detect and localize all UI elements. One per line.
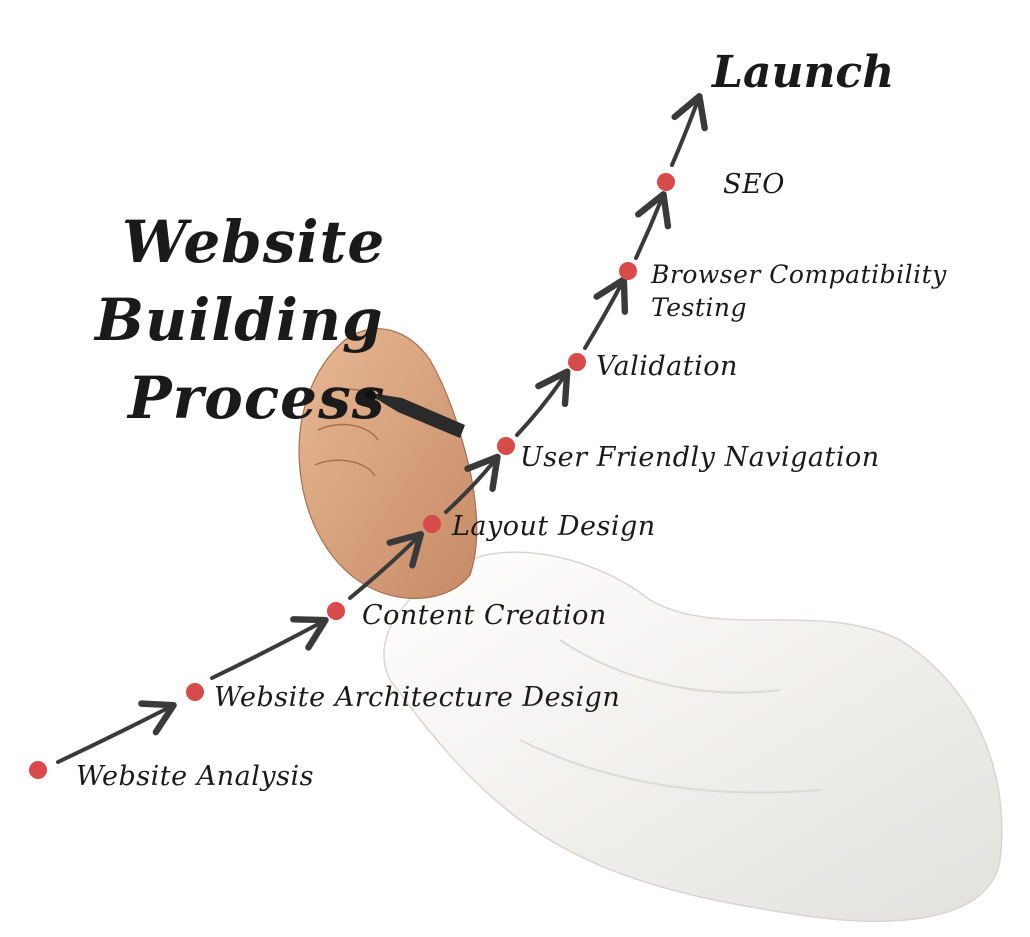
finger-2: [317, 423, 379, 441]
step-label-7: Browser Compatibility: [650, 260, 947, 289]
step-label-6: Validation: [596, 351, 738, 382]
sleeve-fold-2: [519, 739, 821, 794]
step-dot-5: [497, 437, 515, 455]
marker-pen: [365, 392, 465, 438]
step-dot-8: [657, 173, 675, 191]
step-dot-7: [619, 262, 637, 280]
step-arrows: [56, 93, 708, 764]
diagram-title: Website Building Process: [93, 208, 385, 432]
finger-3: [314, 459, 376, 477]
marker-tip: [364, 390, 376, 402]
step-dot-4: [423, 515, 441, 533]
step-label-4: Layout Design: [451, 511, 656, 542]
step-dots: [29, 173, 675, 779]
arrow-8: [670, 93, 708, 167]
step-label-1: Website Analysis: [76, 761, 314, 792]
step-dot-1: [29, 761, 47, 779]
arrow-3: [348, 530, 425, 600]
sleeve-fold-1: [559, 639, 781, 694]
shirt-sleeve: [383, 551, 1003, 922]
arrow-7: [634, 191, 672, 260]
step-label-5: User Friendly Navigation: [520, 442, 880, 473]
arrow-2: [210, 616, 329, 680]
title-line-2: Building: [93, 286, 384, 354]
step-label-3: Content Creation: [362, 600, 607, 631]
step-label-2: Website Architecture Design: [214, 682, 620, 713]
title-line-1: Website: [122, 208, 385, 276]
arrow-6: [583, 276, 629, 350]
step-label-7-line-2: Testing: [651, 293, 747, 322]
step-dot-2: [186, 683, 204, 701]
step-dot-6: [568, 353, 586, 371]
arrow-4: [444, 453, 501, 514]
arrow-5: [515, 368, 571, 437]
goal-label: Launch: [710, 47, 894, 98]
arrow-1: [56, 700, 177, 764]
title-line-3: Process: [126, 364, 385, 432]
step-label-8: SEO: [723, 169, 785, 200]
step-labels: Website Analysis Website Architecture De…: [76, 169, 947, 792]
step-dot-3: [327, 602, 345, 620]
